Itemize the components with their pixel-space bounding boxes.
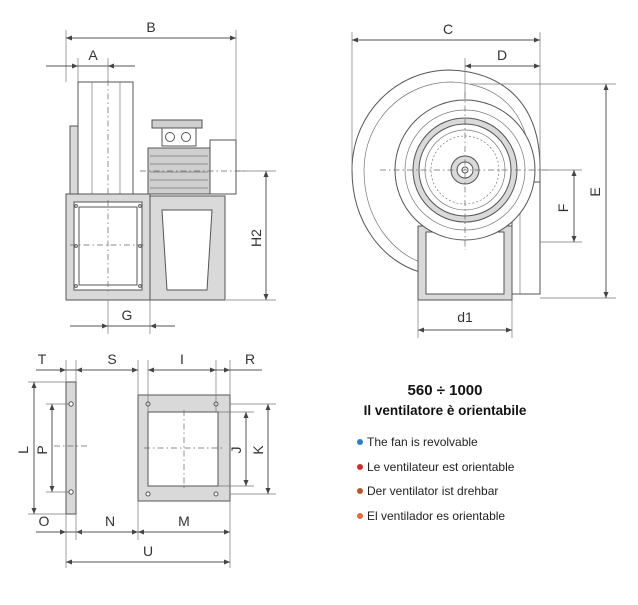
dim-label-O: O [39,513,50,529]
bullet-dot-icon [357,488,363,495]
dim-label-M: M [178,513,190,529]
side-housing-back [77,81,134,195]
dim-label-B: B [146,19,155,35]
dim-label-C: C [443,21,453,37]
flange-views: T S I R L P J [15,351,276,568]
bullet-dot-icon [357,463,363,470]
dim-label-I: I [180,351,184,367]
front-view: C D E F d1 [351,21,616,338]
dim-label-P: P [34,445,50,454]
dim-label-U: U [143,543,153,559]
dim-label-R: R [245,351,255,367]
orientation-legend: 560 ÷ 1000 Il ventilatore è orientabile … [345,382,545,528]
legend-item-french: Le ventilateur est orientable [357,455,545,480]
dim-label-E: E [587,187,603,196]
dim-label-L: L [15,446,31,454]
legend-item-english: The fan is revolvable [357,430,545,455]
dim-label-d1: d1 [457,309,473,325]
side-flange-strip [69,125,79,197]
dim-label-F: F [555,204,571,213]
dim-label-H2: H2 [248,229,264,247]
legend-item-spanish: El ventilador es orientable [357,504,545,529]
side-view: B A H2 G [46,19,276,334]
flange-profile [65,381,77,515]
dim-label-G: G [122,307,133,323]
motor-end-cover [209,139,237,195]
dim-label-J: J [228,447,244,454]
legend-subtitle: Il ventilatore è orientabile [363,403,527,418]
dim-label-K: K [250,445,266,455]
dim-label-D: D [497,47,507,63]
model-range-title: 560 ÷ 1000 [407,382,483,399]
dim-label-A: A [88,47,98,63]
dim-label-S: S [107,351,116,367]
bullet-dot-icon [357,439,363,446]
legend-item-german: Der ventilator ist drehbar [357,479,545,504]
dim-label-T: T [38,351,47,367]
legend-list: The fan is revolvable Le ventilateur est… [357,430,545,528]
bullet-dot-icon [357,512,363,519]
dim-label-N: N [105,513,115,529]
